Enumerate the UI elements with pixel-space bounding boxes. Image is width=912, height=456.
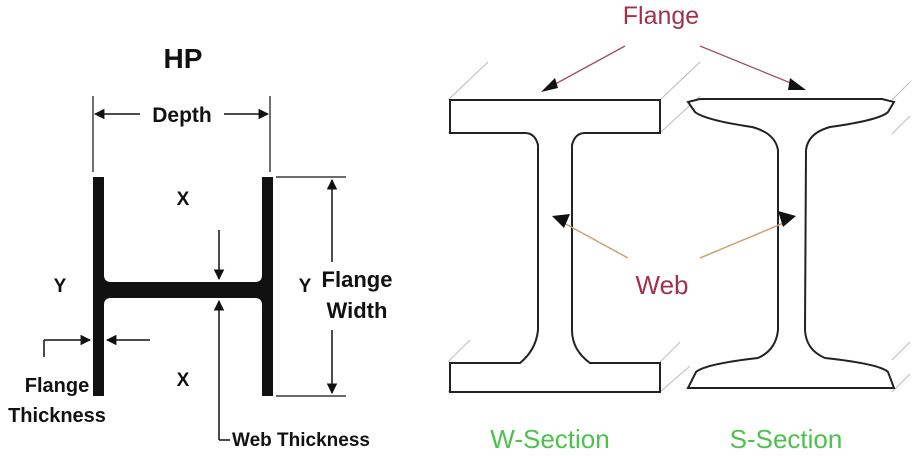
w-s-sections-diagram: Flange Web W-Section S-Section — [447, 2, 911, 454]
flange-arrow-w — [547, 45, 626, 89]
flange-thickness-label-line1: Flange — [25, 375, 89, 397]
web-arrow-s — [699, 221, 787, 259]
flange-arrowhead-s — [788, 78, 806, 90]
hp-section-diagram: HP Depth X X Y Y Flange Width Web Thickn… — [8, 43, 392, 451]
s-section-shape — [686, 98, 896, 389]
depth-label: Depth — [152, 104, 212, 127]
w-section-shape — [449, 99, 661, 393]
y-axis-label-left: Y — [54, 276, 67, 297]
web-arrowhead-s — [778, 211, 796, 227]
web-arrowhead-w — [552, 214, 570, 228]
flange-thickness-label-line2: Thickness — [8, 405, 106, 427]
w-section-label: W-Section — [490, 424, 609, 454]
web-thickness-label: Web Thickness — [232, 430, 370, 451]
s-section-label: S-Section — [730, 424, 843, 454]
hp-section-shape — [93, 177, 273, 396]
flange-width-label-line1: Flange — [322, 267, 393, 292]
hp-title: HP — [164, 43, 203, 74]
flange-label: Flange — [623, 2, 699, 30]
x-axis-label-bottom: X — [177, 370, 190, 391]
y-axis-label-right: Y — [299, 276, 312, 297]
x-axis-label-top: X — [177, 189, 190, 210]
flange-arrow-s — [699, 45, 799, 87]
web-label: Web — [636, 270, 689, 300]
flange-width-label-line2: Width — [327, 298, 388, 323]
flange-arrowhead-w — [541, 78, 558, 92]
web-arrow-w — [561, 221, 629, 259]
